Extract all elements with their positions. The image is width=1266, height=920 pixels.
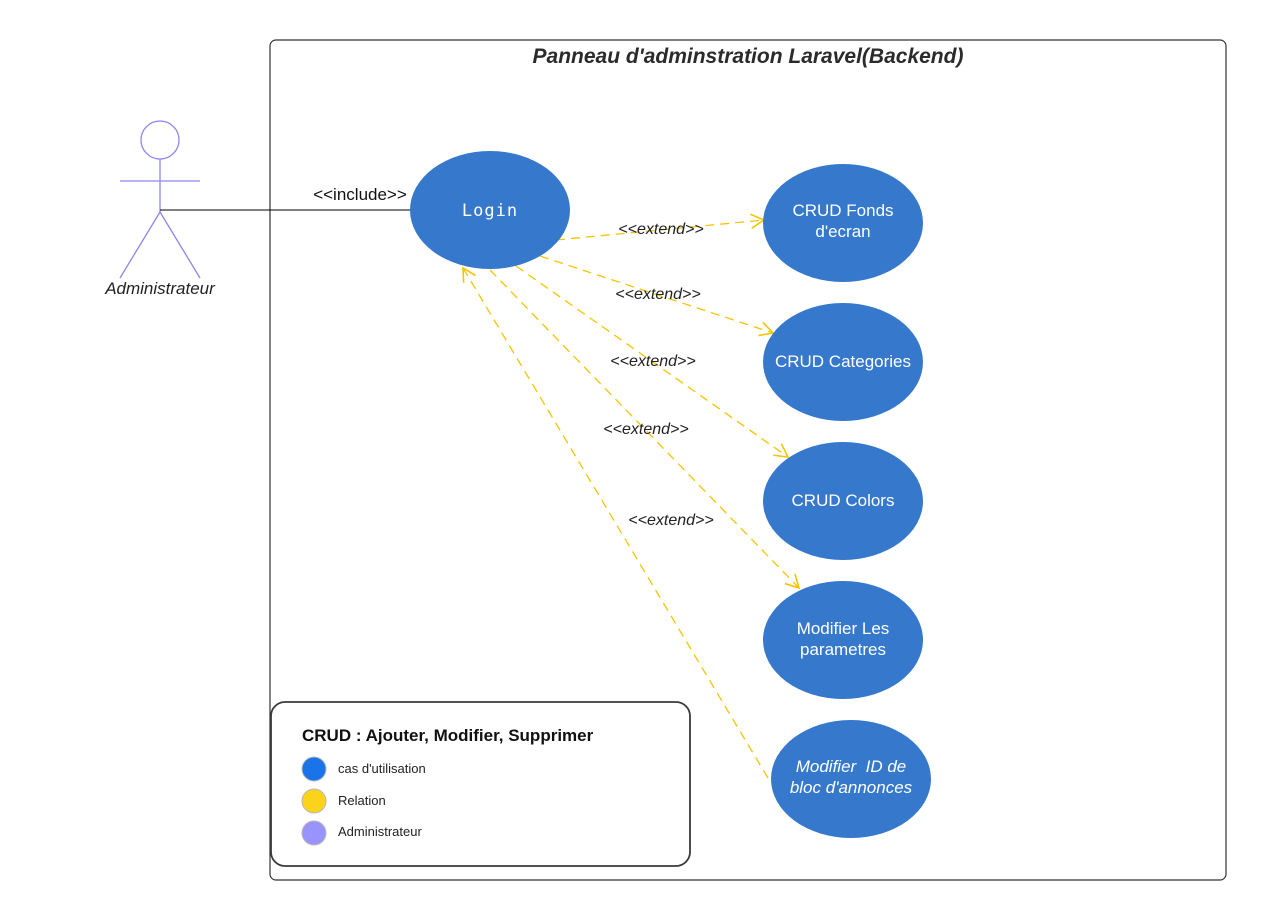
legend-swatch-relation [301, 788, 327, 814]
extend-label-parametres: <<extend>> [603, 421, 688, 438]
use-case-crud-fonds-line1: CRUD Fonds [792, 201, 893, 220]
actor-left-leg [119, 211, 161, 279]
use-case-modifier-parametres-line2: parametres [800, 640, 886, 659]
actor-label: Administrateur [104, 279, 216, 298]
legend-label-relation: Relation [338, 793, 386, 808]
use-case-modifier-parametres-line1: Modifier Les [797, 619, 890, 638]
system-title: Panneau d'adminstration Laravel(Backend) [533, 45, 964, 68]
actor-head [140, 120, 180, 160]
use-case-modifier-bloc[interactable]: Modifier ID de bloc d'annonces [771, 720, 931, 838]
use-case-crud-fonds[interactable]: CRUD Fonds d'ecran [763, 164, 923, 282]
legend-swatch-actor [301, 820, 327, 846]
use-case-crud-fonds-line2: d'ecran [815, 222, 870, 241]
include-label: <<include>> [313, 185, 407, 204]
actor-administrateur[interactable] [119, 120, 201, 279]
extend-line-categories[interactable] [539, 255, 775, 337]
extend-line-colors[interactable] [515, 265, 790, 458]
extend-label-fonds: <<extend>> [618, 221, 703, 238]
actor-right-leg [159, 211, 201, 279]
extend-line-fonds[interactable] [555, 213, 766, 241]
use-case-login[interactable]: Login [410, 151, 570, 269]
use-case-crud-categories-label: CRUD Categories [775, 352, 911, 371]
use-case-modifier-bloc-line1: Modifier ID de [796, 757, 907, 776]
use-case-crud-colors-label: CRUD Colors [792, 491, 895, 510]
legend-label-actor: Administrateur [338, 824, 422, 839]
legend-box [270, 701, 691, 867]
use-case-modifier-parametres[interactable]: Modifier Les parametres [763, 581, 923, 699]
legend-swatch-use-case [301, 756, 327, 782]
extend-label-bloc: <<extend>> [628, 512, 713, 529]
legend: CRUD : Ajouter, Modifier, Supprimer cas … [270, 701, 691, 867]
use-case-crud-colors[interactable]: CRUD Colors [763, 442, 923, 560]
legend-title: CRUD : Ajouter, Modifier, Supprimer [302, 726, 594, 745]
use-case-modifier-bloc-line2: bloc d'annonces [790, 778, 913, 797]
extend-line-bloc[interactable] [462, 266, 769, 779]
use-case-crud-categories[interactable]: CRUD Categories [763, 303, 923, 421]
extend-label-categories: <<extend>> [615, 286, 700, 303]
legend-label-use-case: cas d'utilisation [338, 761, 426, 776]
extend-label-colors: <<extend>> [610, 353, 695, 370]
use-case-login-label: Login [462, 201, 518, 221]
